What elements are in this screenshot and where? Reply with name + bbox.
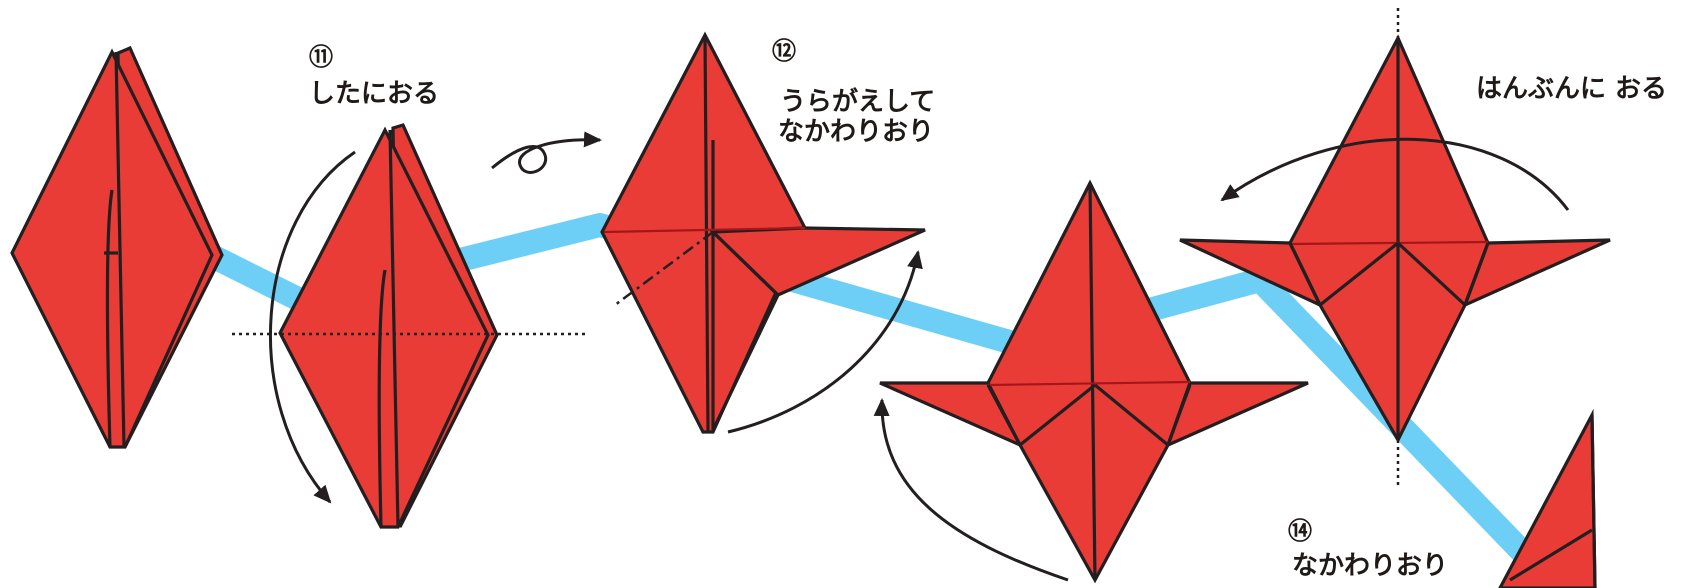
step-12-instruction-line1: うらがえして [780,87,936,117]
inside-reverse-fold-line [614,230,714,307]
step-12-instruction-line2: なかわりおり [778,117,935,147]
fold-in-half-figure [1179,8,1611,488]
step-12-figure [600,31,926,434]
fold-in-half-arrow [1220,137,1570,211]
step-14-figure [1498,408,1597,588]
step-11-instruction: したにおる [309,79,440,109]
inside-reverse-arrow-13 [873,398,1069,582]
fold-down-arrow [269,150,356,504]
step-11-number: ⑪ [309,43,333,71]
diamond-base-figure [10,45,224,449]
fold-in-half-instruction: はんぶんに おる [1476,74,1668,104]
inside-reverse-arrow-12 [727,250,923,434]
step-11-figure [232,123,585,529]
step-14-instruction: なかわりおり [1292,551,1449,581]
step-14-number: ⑭ [1288,517,1312,545]
step-13-figure [879,179,1309,584]
step-12-number: ⑫ [772,37,796,65]
turn-over-arrow [491,131,602,174]
